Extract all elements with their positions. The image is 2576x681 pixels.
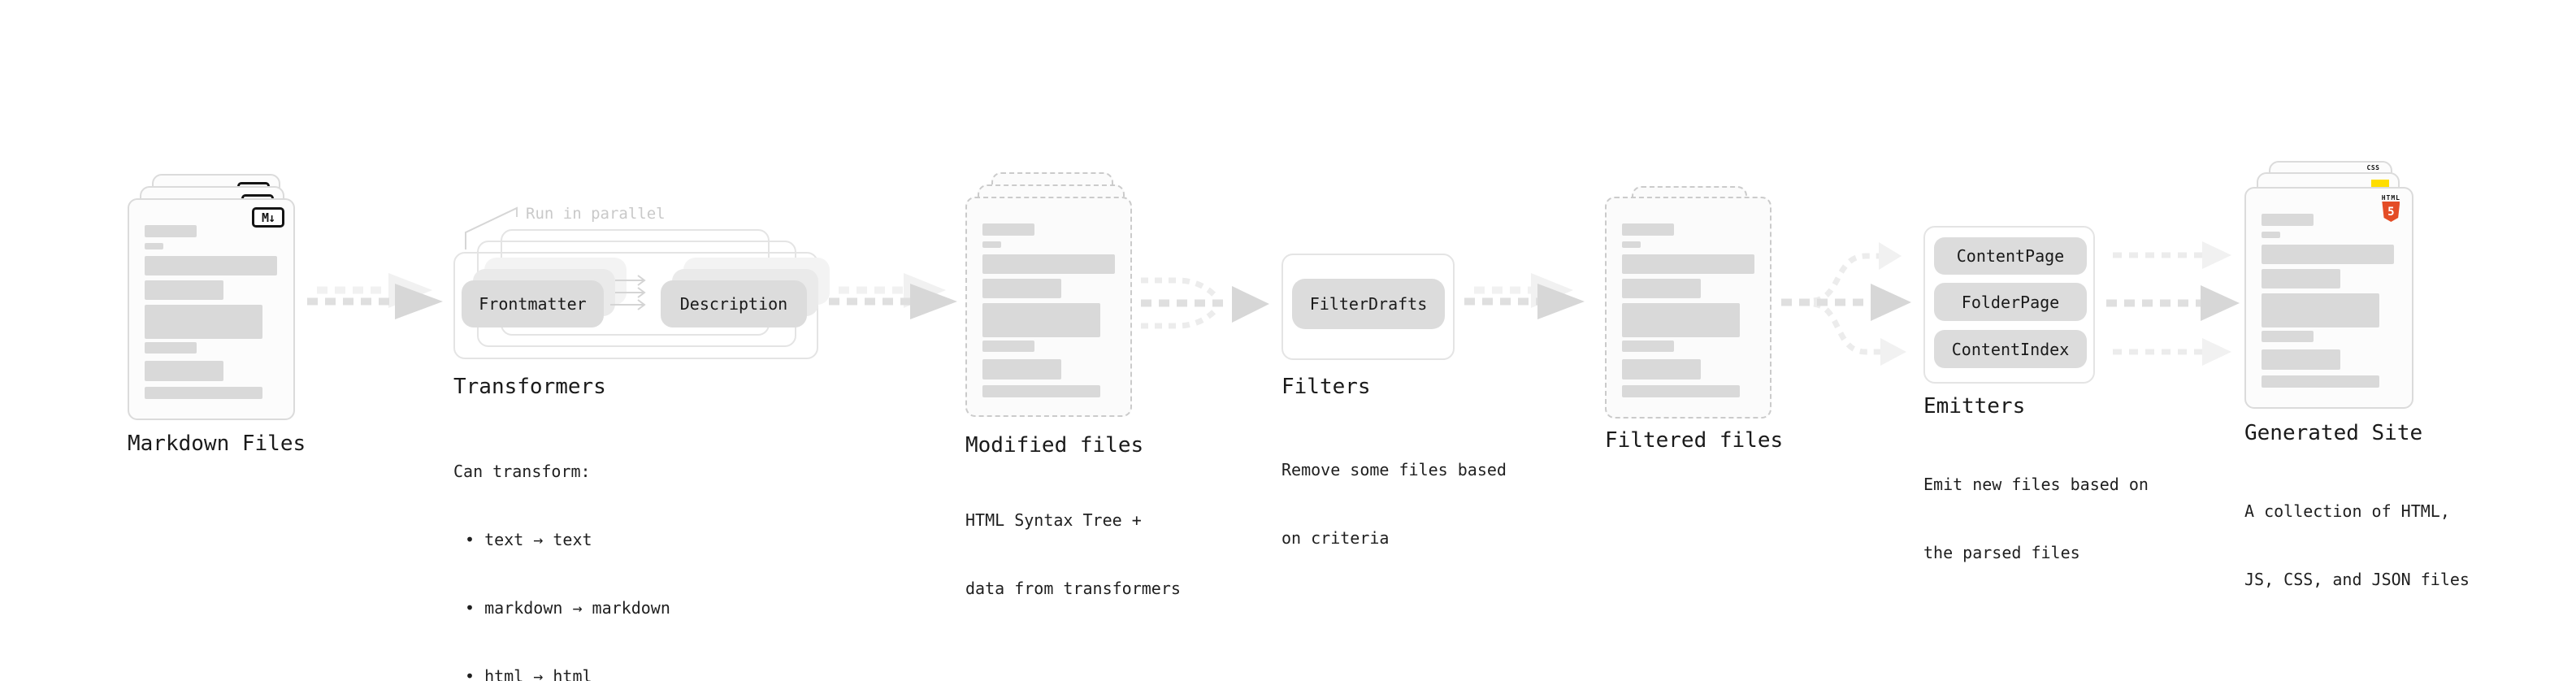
text-line-placeholder (145, 387, 262, 399)
text-line-placeholder (2262, 349, 2340, 370)
emitters-description: Emit new files based on the parsed files (1923, 427, 2149, 609)
text-line-placeholder (1622, 359, 1701, 380)
desc-line: the parsed files (1923, 543, 2080, 562)
text-line-placeholder (145, 305, 262, 339)
desc-line: HTML Syntax Tree + (965, 510, 1142, 530)
text-line-placeholder (145, 256, 277, 275)
text-line-placeholder (1622, 279, 1701, 298)
html5-icon: HTML 5 (2382, 194, 2400, 222)
text-line-placeholder (2262, 245, 2394, 264)
file-card-front (965, 197, 1132, 417)
pill-folderpage: FolderPage (1934, 283, 2087, 321)
filters-description: Remove some files based on criteria (1281, 413, 1507, 595)
markdown-icon-label: M↓ (261, 210, 275, 225)
node-label-filters: Filters (1281, 375, 1371, 399)
arrow-filtered-to-emitters (1781, 242, 1911, 366)
text-line-placeholder (145, 342, 197, 354)
pill-contentpage-label: ContentPage (1956, 246, 2065, 266)
node-label-generated-site: Generated Site (2244, 421, 2423, 445)
html5-icon-number: 5 (2387, 205, 2395, 219)
arrow-transformers-to-modified (829, 273, 957, 319)
css-icon-label: CSS (2366, 164, 2380, 171)
node-label-emitters: Emitters (1923, 394, 2026, 419)
pill-description-label: Description (679, 294, 788, 314)
text-line-placeholder (982, 279, 1061, 298)
transformers-description: Can transform: • text → text • markdown … (453, 414, 670, 681)
text-line-placeholder (2262, 232, 2280, 238)
pill-description: Description (661, 280, 807, 327)
desc-line: • html → html (465, 666, 592, 681)
node-label-markdown-files: Markdown Files (128, 432, 306, 456)
node-label-modified-files: Modified files (965, 433, 1144, 458)
pill-contentindex-label: ContentIndex (1951, 339, 2070, 359)
text-line-placeholder (982, 303, 1100, 337)
html5-icon-label: HTML (2381, 194, 2400, 202)
pill-filterdrafts-label: FilterDrafts (1309, 294, 1428, 314)
pill-contentpage: ContentPage (1934, 237, 2087, 275)
pill-frontmatter: Frontmatter (462, 280, 604, 327)
desc-line: Emit new files based on (1923, 475, 2149, 494)
arrow-modified-to-filters (1141, 277, 1269, 329)
text-line-placeholder (145, 243, 163, 249)
node-label-transformers: Transformers (453, 375, 606, 399)
pill-frontmatter-label: Frontmatter (479, 294, 587, 314)
text-line-placeholder (982, 359, 1061, 380)
text-line-placeholder (982, 223, 1034, 236)
text-line-placeholder (1622, 385, 1740, 397)
text-line-placeholder (1622, 223, 1674, 236)
desc-line: • markdown → markdown (465, 598, 670, 618)
arrow-emitters-to-site (2106, 241, 2240, 366)
text-line-placeholder (2262, 293, 2379, 327)
text-line-placeholder (2262, 375, 2379, 388)
arrow-markdown-to-transformers (307, 273, 443, 319)
text-line-placeholder (982, 385, 1100, 397)
text-line-placeholder (2262, 214, 2314, 226)
run-in-parallel-annotation: Run in parallel (526, 205, 666, 223)
desc-line: on criteria (1281, 528, 1390, 548)
text-line-placeholder (1622, 303, 1740, 337)
text-line-placeholder (145, 225, 197, 237)
text-line-placeholder (982, 340, 1034, 352)
file-card-front: HTML 5 (2244, 187, 2413, 409)
generated-site-description: A collection of HTML, JS, CSS, and JSON … (2244, 454, 2470, 636)
modified-files-description: HTML Syntax Tree + data from transformer… (965, 463, 1181, 645)
file-card-front (1605, 197, 1772, 419)
desc-line: • text → text (465, 530, 592, 549)
pill-folderpage-label: FolderPage (1961, 292, 2060, 312)
emitters-box (1923, 226, 2095, 384)
text-line-placeholder (1622, 254, 1754, 274)
desc-line: A collection of HTML, (2244, 501, 2450, 521)
node-label-filtered-files: Filtered files (1605, 428, 1784, 453)
pill-contentindex: ContentIndex (1934, 330, 2087, 368)
file-card-front: M↓ (128, 198, 295, 420)
text-line-placeholder (2262, 331, 2314, 342)
text-line-placeholder (982, 254, 1115, 274)
desc-line: Remove some files based (1281, 460, 1507, 479)
text-line-placeholder (2262, 269, 2340, 288)
pill-filterdrafts: FilterDrafts (1292, 279, 1445, 329)
text-line-placeholder (1622, 241, 1641, 248)
html5-icon-shield: 5 (2382, 202, 2400, 222)
desc-line: Can transform: (453, 462, 591, 481)
text-line-placeholder (145, 280, 223, 300)
desc-line: JS, CSS, and JSON files (2244, 570, 2470, 589)
filters-box (1281, 254, 1455, 360)
text-line-placeholder (145, 361, 223, 381)
desc-line: data from transformers (965, 579, 1181, 598)
text-line-placeholder (982, 241, 1001, 248)
arrow-filters-to-filtered (1464, 273, 1585, 319)
markdown-icon: M↓ (252, 207, 284, 228)
text-line-placeholder (1622, 340, 1674, 352)
